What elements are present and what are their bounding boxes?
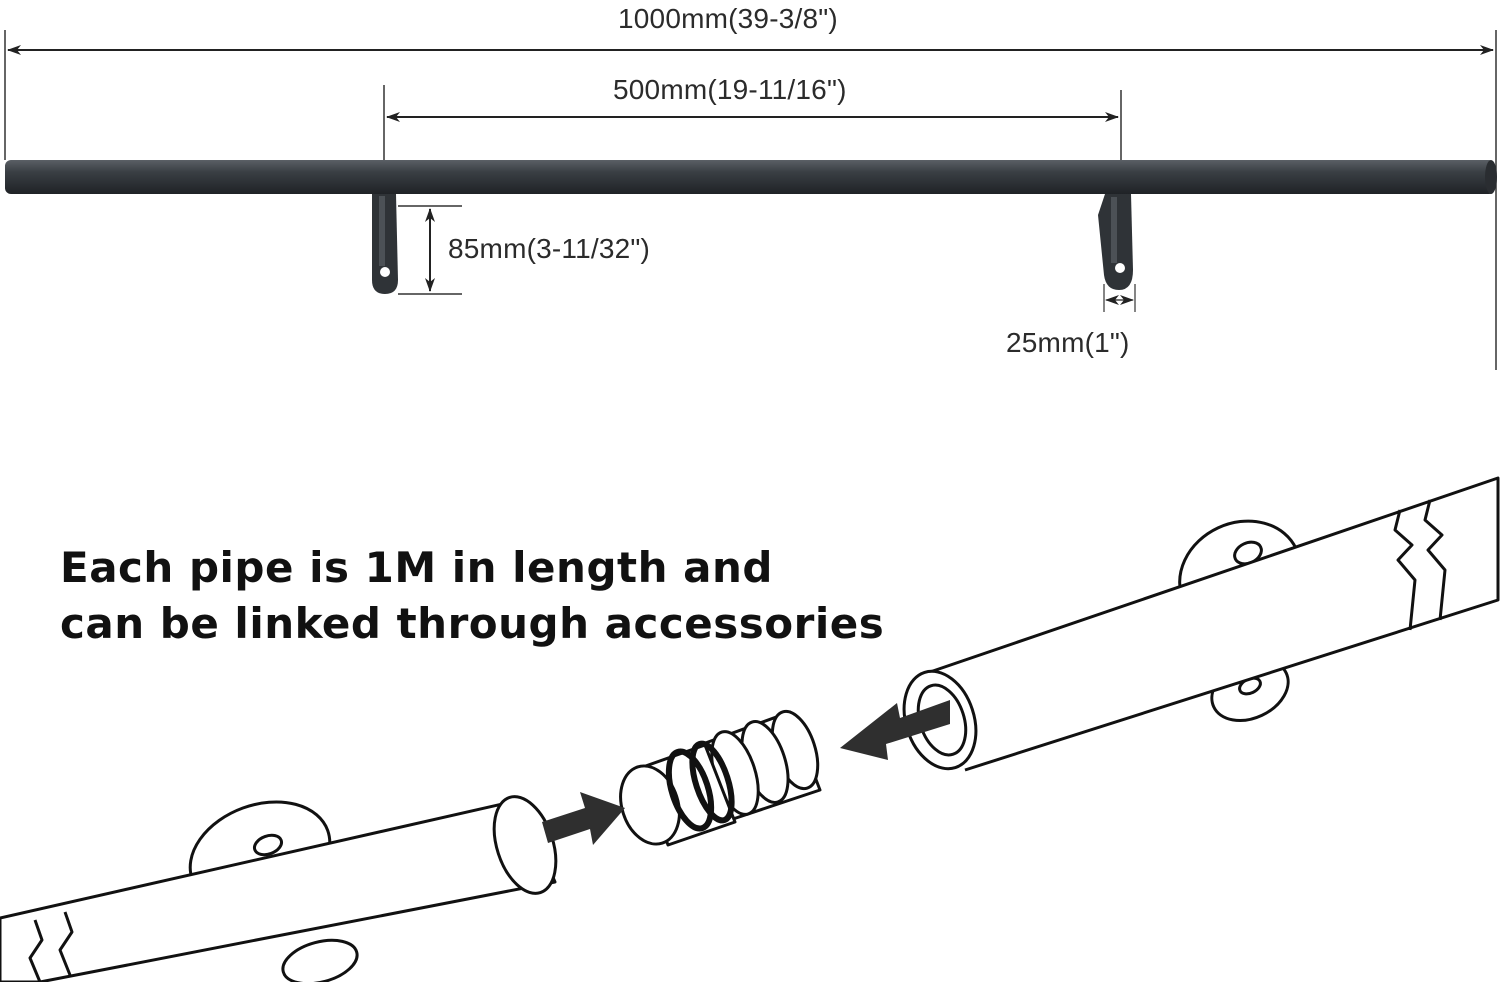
bracket-spacing-label: 500mm(19-11/16") [613,74,847,105]
right-bracket [1098,194,1133,290]
left-bracket [372,194,398,294]
handrail-pipe [5,160,1497,194]
caption-line-1: Each pipe is 1M in length and [60,543,773,592]
overall-length-label: 1000mm(39-3/8") [618,3,838,34]
coupling-connector [619,709,822,847]
insert-arrow-right [840,700,950,760]
pipe-diameter-label: 25mm(1") [1006,327,1130,358]
diameter-dimension [1103,284,1136,312]
bracket-height-dimension [398,205,462,295]
caption-line-2: can be linked through accessories [60,599,885,648]
overall-length-dimension [4,30,1497,370]
upper-pipe [902,476,1500,772]
lower-pipe-flange-foot [281,938,359,982]
lower-pipe [0,795,558,982]
insert-arrow-left [542,792,625,845]
caption-text: Each pipe is 1M in length and can be lin… [60,540,884,652]
bracket-height-label: 85mm(3-11/32") [448,233,651,264]
